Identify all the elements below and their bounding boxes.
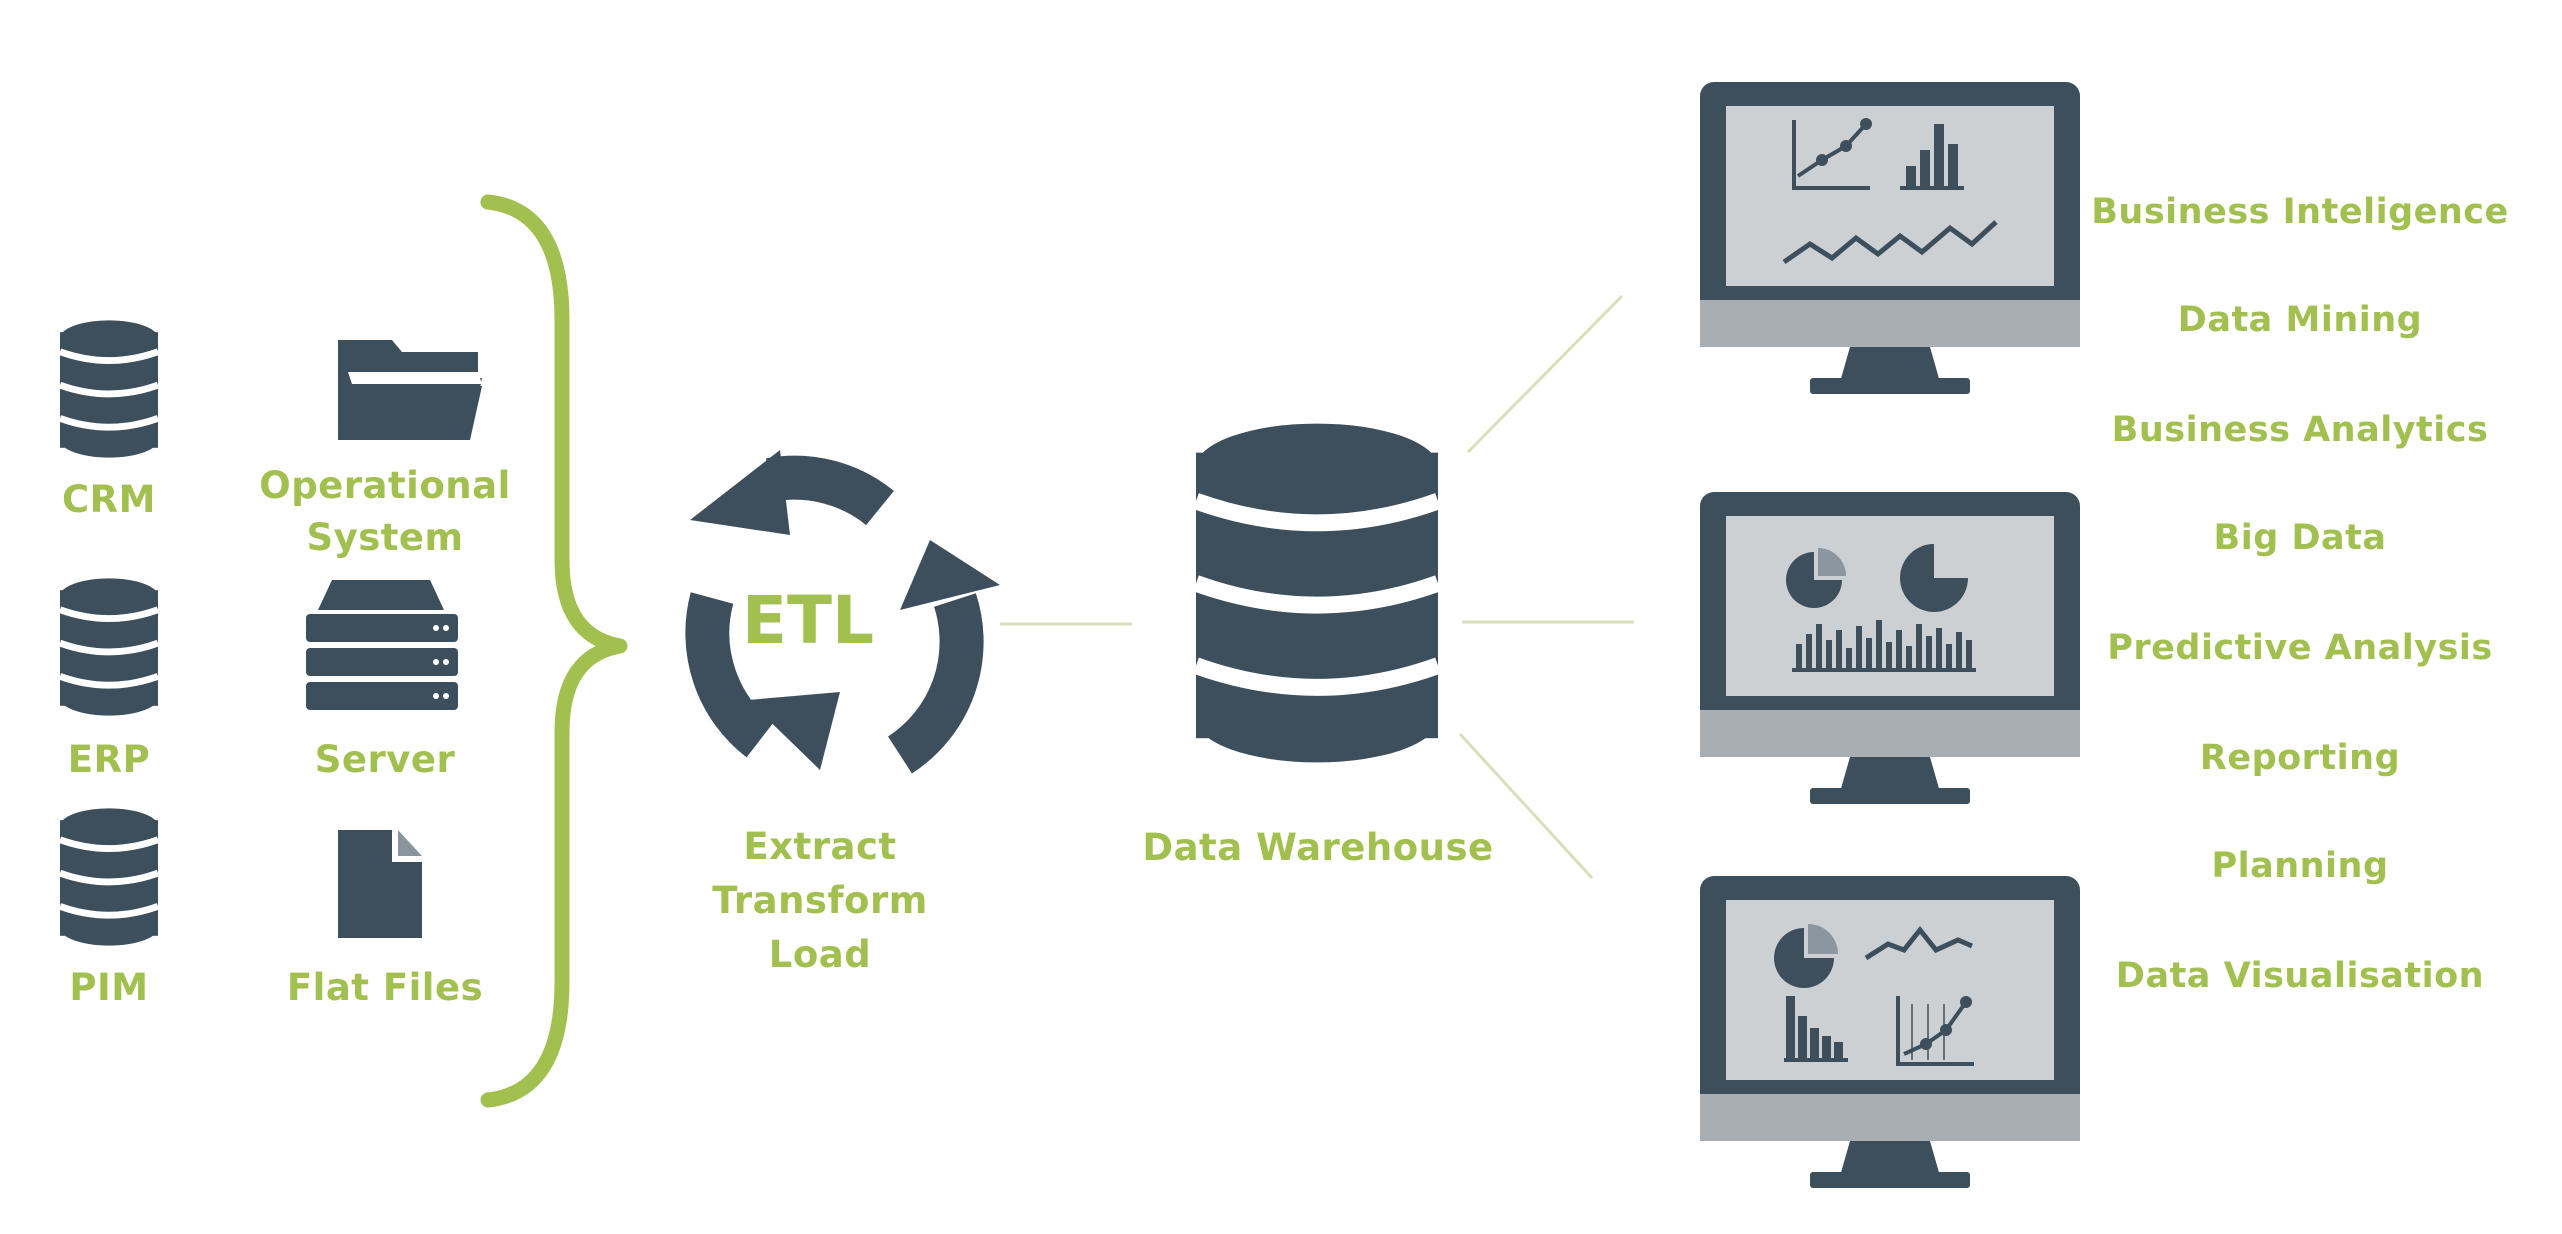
monitor-pie-bar-chart-icon — [1700, 492, 2080, 804]
server-label: Server — [314, 738, 456, 781]
monitor-line-bar-chart-icon — [1700, 82, 2080, 394]
output-predictive-analysis: Predictive Analysis — [2107, 628, 2493, 668]
output-business-inteligence: Business Inteligence — [2091, 192, 2509, 232]
warehouse-database-icon — [1196, 424, 1438, 763]
system-line: System — [306, 516, 464, 559]
data-warehouse-label: Data Warehouse — [1142, 826, 1494, 869]
output-planning: Planning — [2211, 846, 2389, 886]
etl-caption: Extract Transform Load — [700, 820, 940, 982]
output-big-data: Big Data — [2213, 518, 2387, 558]
operational-line: Operational — [259, 464, 511, 507]
server-rack-icon — [306, 580, 458, 710]
erp-database-icon — [60, 578, 158, 715]
load-line: Load — [768, 933, 872, 976]
monitor-pie-line-chart-icon — [1700, 876, 2080, 1188]
extract-line: Extract — [743, 825, 897, 868]
output-reporting: Reporting — [2199, 738, 2401, 778]
folder-icon — [338, 340, 482, 440]
output-business-analytics: Business Analytics — [2111, 410, 2489, 450]
crm-database-icon — [60, 320, 158, 457]
flat-files-label: Flat Files — [286, 966, 484, 1009]
transform-line: Transform — [712, 879, 928, 922]
cycle-arrows-icon — [685, 450, 1000, 774]
connector-lines — [1000, 294, 1634, 880]
crm-label: CRM — [62, 478, 156, 521]
erp-label: ERP — [67, 738, 151, 781]
output-data-visualisation: Data Visualisation — [2115, 956, 2485, 996]
output-data-mining: Data Mining — [2177, 300, 2423, 340]
etl-center-text: ETL — [741, 582, 875, 659]
pim-label: PIM — [69, 966, 149, 1009]
operational-system-label: Operational System — [250, 460, 520, 564]
pim-database-icon — [60, 808, 158, 945]
curly-brace — [480, 194, 628, 1108]
file-icon — [338, 830, 422, 938]
